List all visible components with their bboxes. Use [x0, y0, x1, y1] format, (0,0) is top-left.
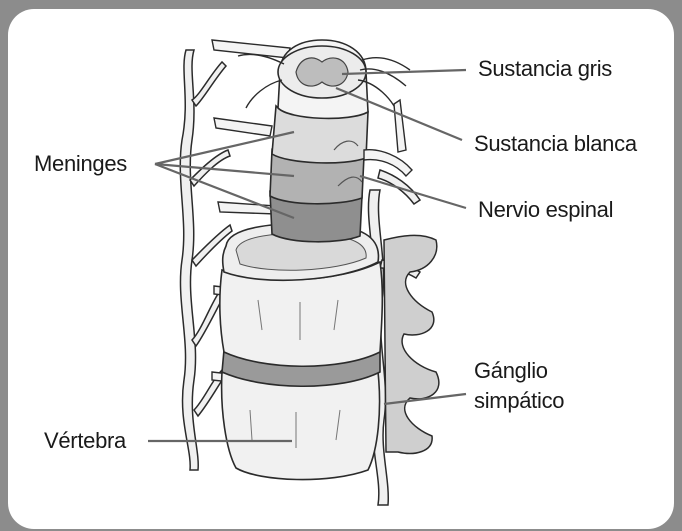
- label-nervio-espinal: Nervio espinal: [478, 196, 613, 224]
- label-ganglio-line1: Gánglio: [474, 356, 548, 386]
- right-nerve-roots: [364, 100, 412, 176]
- label-sustancia-gris: Sustancia gris: [478, 55, 612, 83]
- label-ganglio-line2: simpático: [474, 386, 564, 416]
- label-vertebra: Vértebra: [44, 427, 126, 455]
- label-meninges: Meninges: [34, 150, 127, 178]
- right-processes: [384, 235, 439, 453]
- label-sustancia-blanca: Sustancia blanca: [474, 130, 637, 158]
